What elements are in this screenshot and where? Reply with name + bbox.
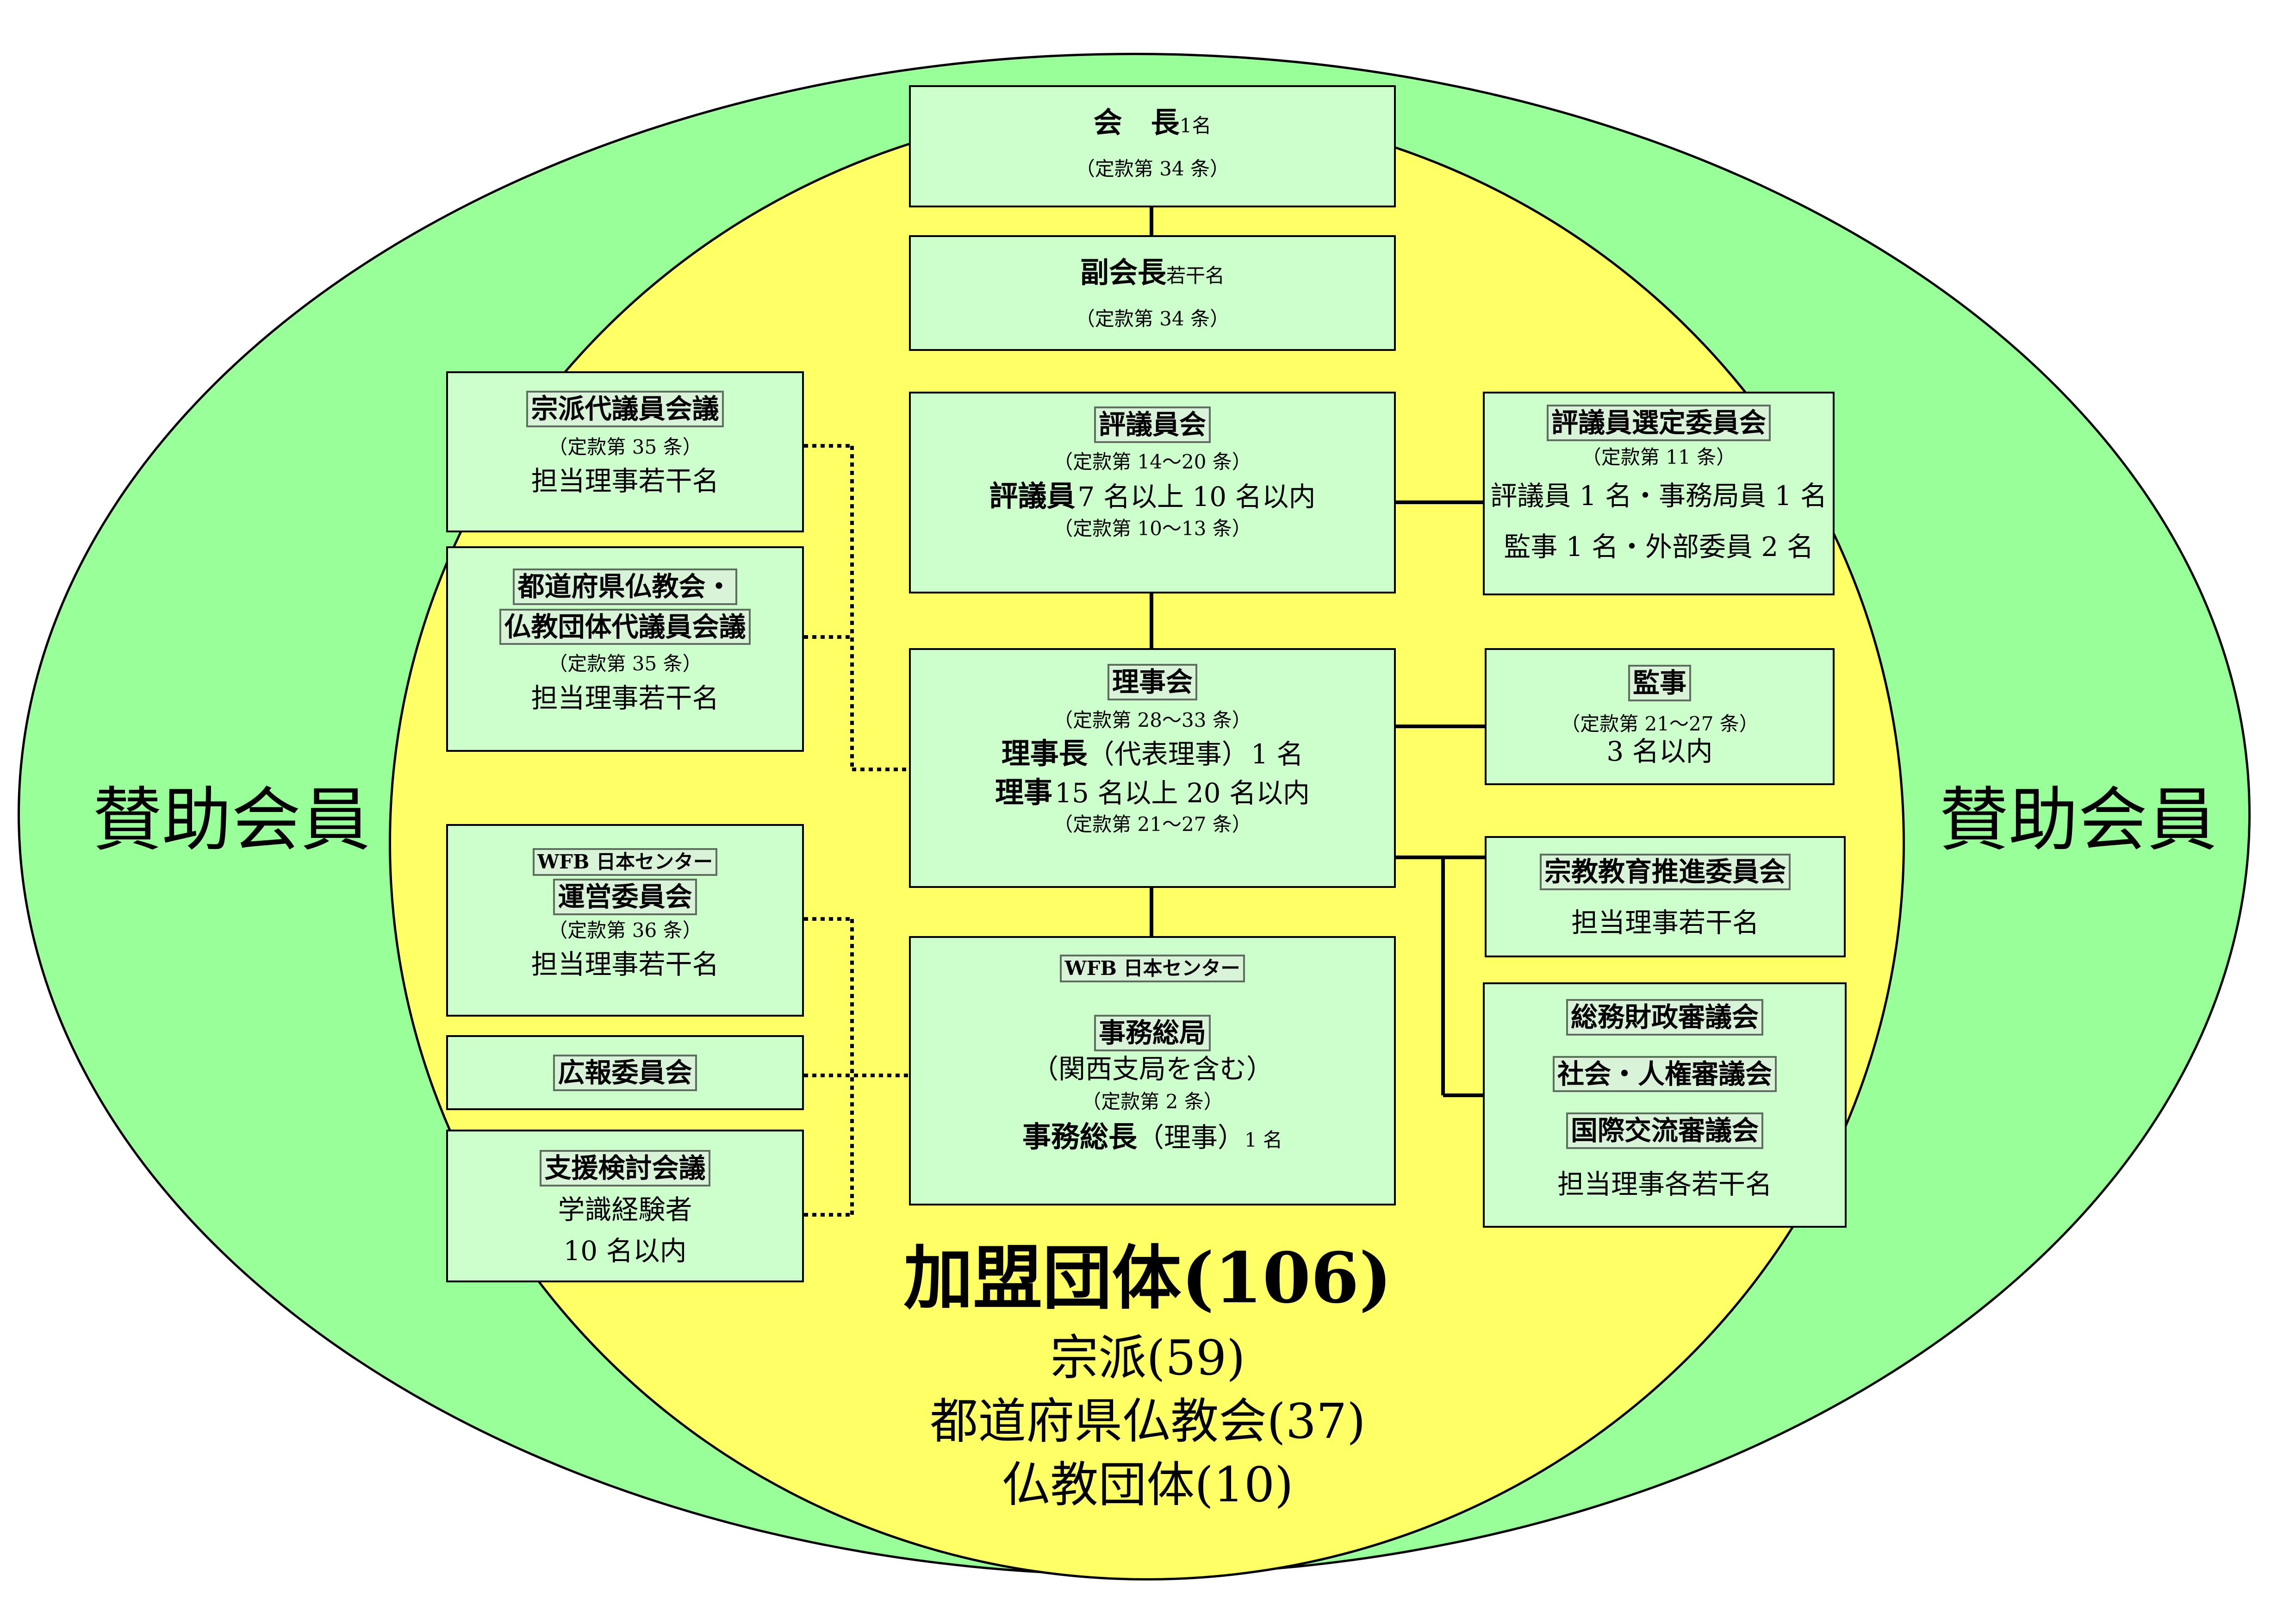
board-title: 理事会 [1107, 664, 1197, 700]
wfb-committee-box: WFB 日本センター 運営委員会 （定款第 36 条） 担当理事若干名 [446, 824, 804, 1017]
member-organizations-title: 加盟団体(106) [903, 1237, 1392, 1319]
board-article1: （定款第 28～33 条） [1053, 708, 1251, 731]
sect-assembly-article: （定款第 35 条） [548, 435, 702, 458]
sect-assembly-title: 宗派代議員会議 [526, 391, 724, 427]
board-article2: （定款第 21～27 条） [1053, 812, 1251, 836]
council-international-exchange: 国際交流審議会 [1566, 1112, 1763, 1149]
auditor-box: 監事 （定款第 21～27 条） 3 名以内 [1485, 648, 1835, 785]
council-social-human-rights: 社会・人権審議会 [1552, 1056, 1777, 1093]
selection-committee-line1: 評議員 1 名・事務局員 1 名 [1490, 480, 1827, 512]
member-prefectural-associations: 都道府県仏教会(37) [930, 1393, 1366, 1449]
selection-committee-article: （定款第 11 条） [1581, 445, 1736, 468]
wfb-committee-article: （定款第 36 条） [548, 918, 702, 942]
president-title: 会 長 [1093, 106, 1180, 139]
secretariat-box: WFB 日本センター 事務総局 （関西支局を含む） （定款第 2 条） 事務総長… [909, 936, 1396, 1206]
education-committee-title: 宗教教育推進委員会 [1539, 854, 1791, 890]
sect-assembly-note: 担当理事若干名 [531, 465, 719, 497]
councilors-title: 評議員会 [1094, 406, 1211, 443]
pr-committee-title: 広報委員会 [553, 1055, 697, 1091]
auditor-title: 監事 [1628, 665, 1691, 701]
president-box: 会 長1名 （定款第 34 条） [909, 85, 1396, 207]
secretariat-head-title: 事務総長 [1022, 1119, 1137, 1154]
councilors-member-title: 評議員 [989, 479, 1076, 513]
prefecture-assembly-title-line2: 仏教団体代議員会議 [499, 608, 751, 645]
prefecture-assembly-note: 担当理事若干名 [531, 682, 719, 714]
councils-box: 総務財政審議会 社会・人権審議会 国際交流審議会 担当理事各若干名 [1483, 982, 1847, 1228]
wfb-committee-title-line2: 運営委員会 [553, 879, 697, 915]
selection-committee-title: 評議員選定委員会 [1546, 405, 1771, 441]
secretariat-note: （関西支局を含む） [1031, 1053, 1273, 1085]
auditor-article: （定款第 21～27 条） [1561, 712, 1759, 735]
supporting-members-label-right: 賛助会員 [1939, 780, 2217, 861]
president-article: （定款第 34 条） [1075, 157, 1230, 181]
supporting-members-label-left: 賛助会員 [92, 780, 370, 861]
member-sects: 宗派(59) [1050, 1330, 1245, 1386]
member-buddhist-organizations: 仏教団体(10) [1002, 1456, 1294, 1513]
sect-assembly-box: 宗派代議員会議 （定款第 35 条） 担当理事若干名 [446, 371, 804, 532]
board-director-count: 15 名以上 20 名以内 [1055, 777, 1310, 809]
vice-president-count: 若干名 [1166, 264, 1225, 287]
council-general-affairs: 総務財政審議会 [1566, 999, 1763, 1036]
secretariat-title: 事務総局 [1094, 1015, 1211, 1051]
support-council-title: 支援検討会議 [540, 1150, 710, 1187]
vice-president-article: （定款第 34 条） [1075, 307, 1230, 331]
selection-committee-line2: 監事 1 名・外部委員 2 名 [1504, 531, 1814, 562]
support-council-line1: 学識経験者 [558, 1193, 692, 1225]
board-chair-note: （代表理事） [1087, 738, 1249, 770]
vice-president-title: 副会長 [1080, 256, 1166, 289]
secretariat-article: （定款第 2 条） [1082, 1090, 1223, 1113]
support-council-box: 支援検討会議 学識経験者 10 名以内 [446, 1130, 804, 1282]
president-count: 1名 [1179, 114, 1212, 137]
councils-note: 担当理事各若干名 [1557, 1168, 1772, 1200]
pr-committee-box: 広報委員会 [446, 1035, 804, 1110]
secretariat-head-count: 1 名 [1244, 1128, 1283, 1151]
prefecture-assembly-article: （定款第 35 条） [548, 652, 702, 675]
wfb-committee-note: 担当理事若干名 [531, 949, 719, 981]
board-chair-title: 理事長 [1001, 737, 1088, 771]
secretariat-head-note: （理事） [1137, 1121, 1244, 1153]
selection-committee-box: 評議員選定委員会 （定款第 11 条） 評議員 1 名・事務局員 1 名 監事 … [1483, 392, 1835, 595]
auditor-count: 3 名以内 [1606, 736, 1713, 768]
board-box: 理事会 （定款第 28～33 条） 理事長（代表理事） 1 名 理事 15 名以… [909, 648, 1396, 888]
councilors-box: 評議員会 （定款第 14～20 条） 評議員 7 名以上 10 名以内 （定款第… [909, 392, 1396, 593]
councilors-article1: （定款第 14～20 条） [1053, 450, 1251, 473]
board-chair-count: 1 名 [1251, 738, 1304, 770]
support-council-line2: 10 名以内 [563, 1235, 687, 1267]
prefecture-assembly-title-line1: 都道府県仏教会・ [513, 568, 737, 605]
education-committee-note: 担当理事若干名 [1571, 906, 1759, 938]
vice-president-box: 副会長若干名 （定款第 34 条） [909, 235, 1396, 351]
prefecture-assembly-box: 都道府県仏教会・ 仏教団体代議員会議 （定款第 35 条） 担当理事若干名 [446, 546, 804, 752]
education-committee-box: 宗教教育推進委員会 担当理事若干名 [1485, 836, 1846, 957]
secretariat-top: WFB 日本センター [1060, 955, 1245, 983]
councilors-article2: （定款第 10～13 条） [1053, 517, 1251, 540]
councilors-member-count: 7 名以上 10 名以内 [1077, 481, 1316, 513]
wfb-committee-title-line1: WFB 日本センター [532, 848, 718, 876]
board-director-title: 理事 [995, 775, 1052, 810]
